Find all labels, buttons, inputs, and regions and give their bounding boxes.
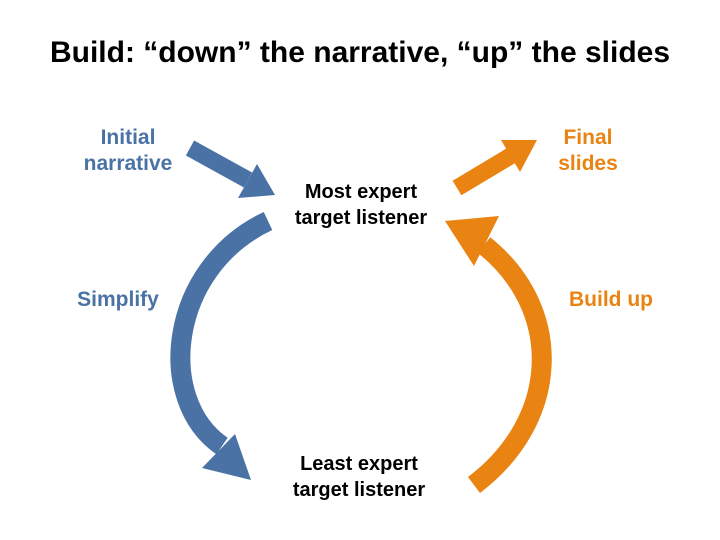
most-expert-node: Most expert target listener: [294, 181, 428, 229]
final-slides-label: Final slides: [558, 126, 618, 175]
initial-narrative-arrow: [185, 140, 275, 198]
initial-narrative-label: Initial narrative: [83, 126, 173, 175]
final-slides-arrow: [452, 140, 537, 196]
simplify-label: Simplify: [77, 288, 159, 311]
build-up-arc-arrow: [445, 216, 552, 493]
build-up-label: Build up: [569, 288, 653, 311]
slide-title: Build: “down” the narrative, “up” the sl…: [49, 36, 671, 69]
simplify-arc-arrow: [170, 211, 273, 480]
least-expert-node: Least expert target listener: [292, 453, 426, 501]
